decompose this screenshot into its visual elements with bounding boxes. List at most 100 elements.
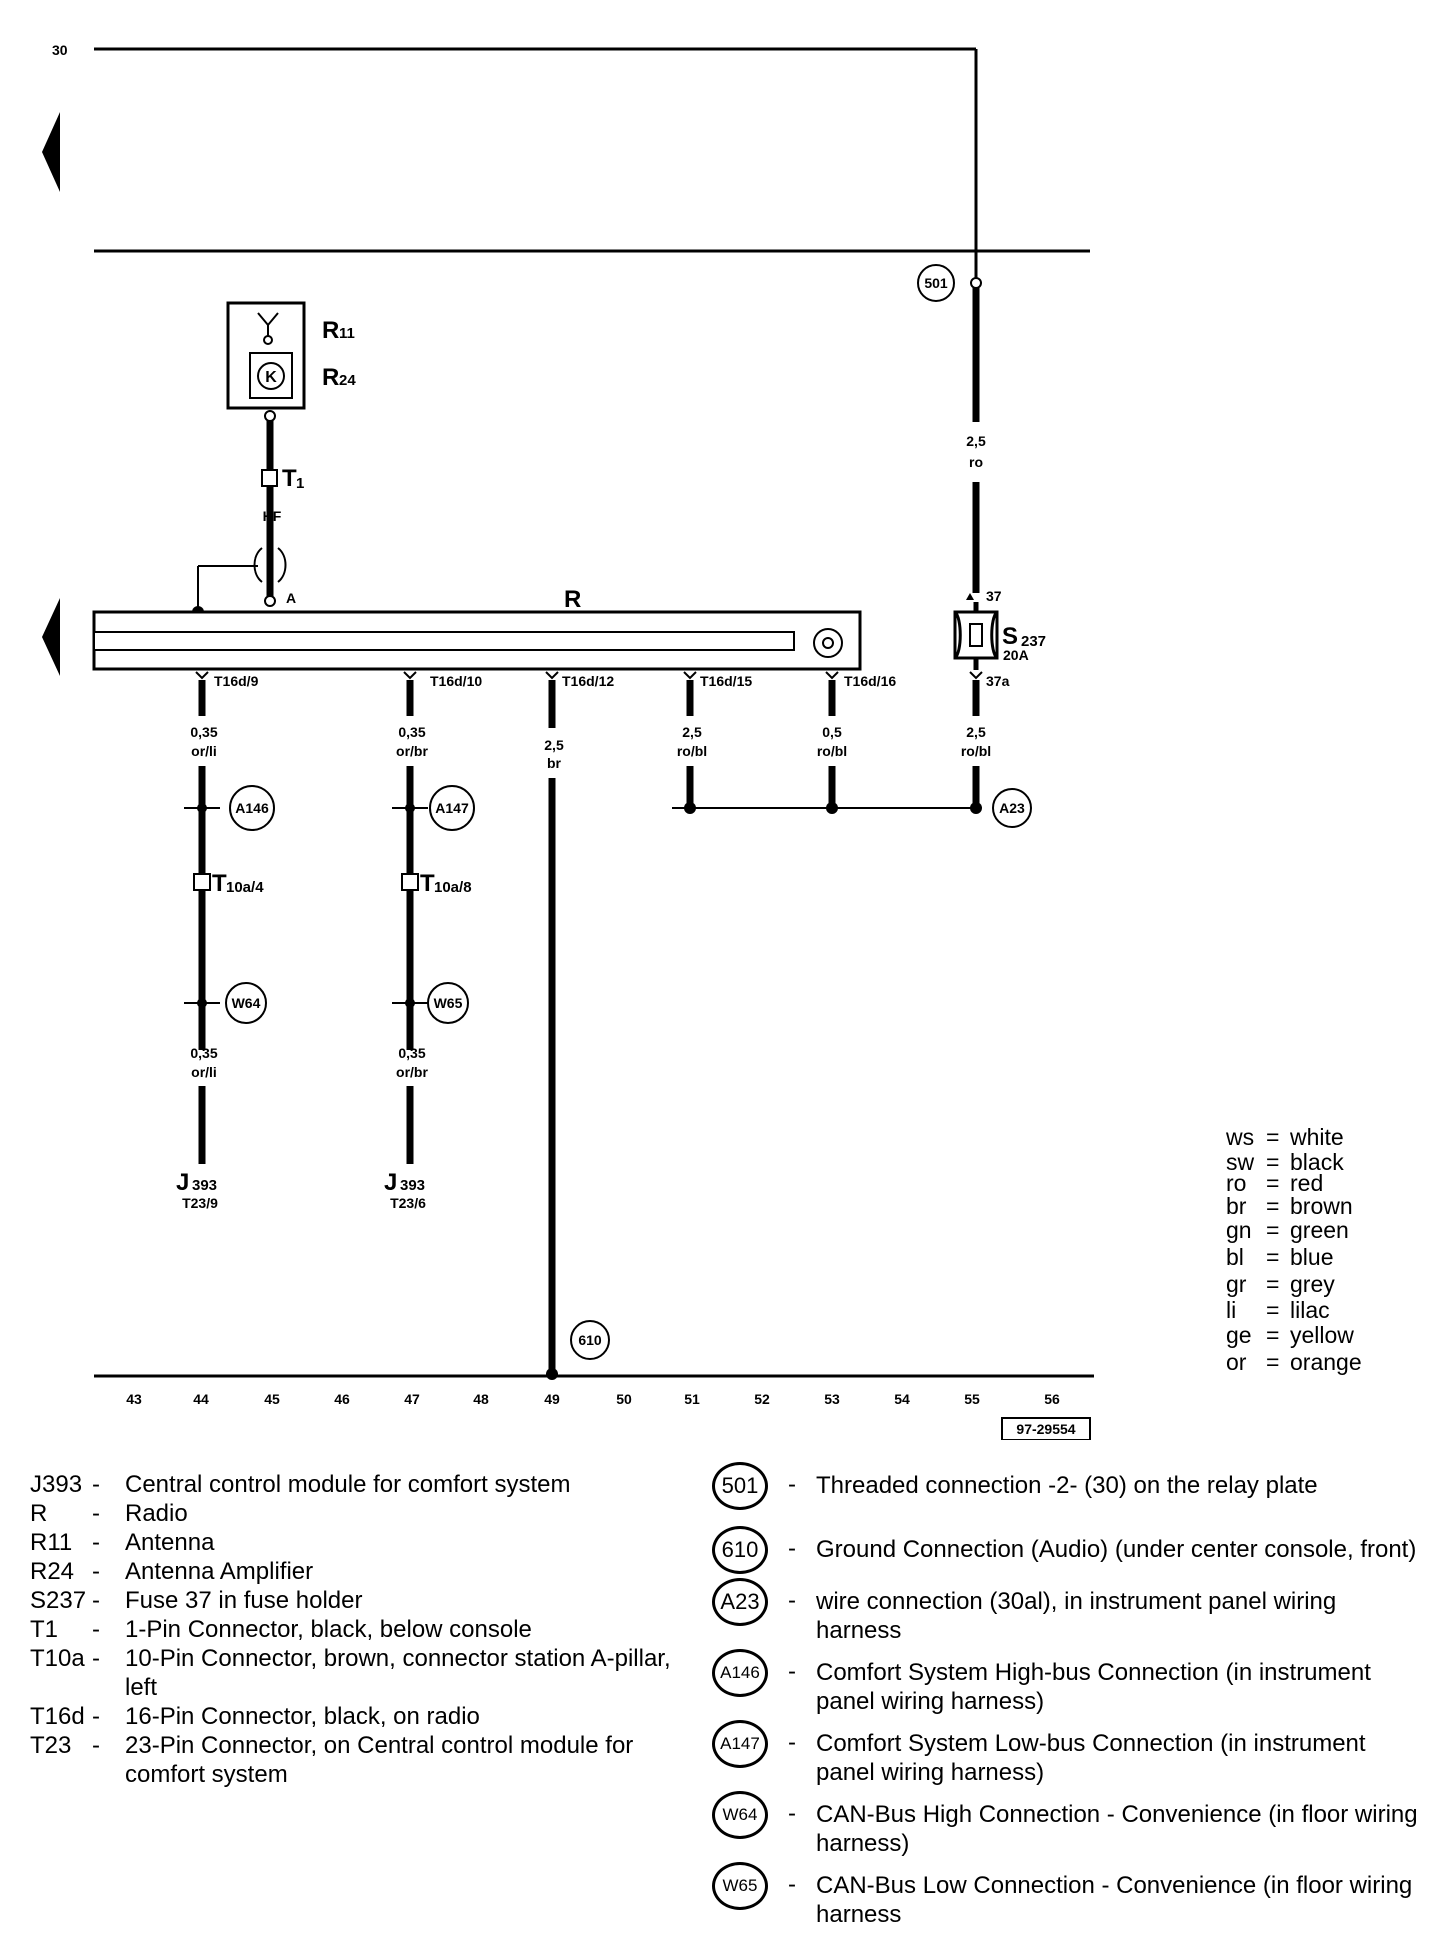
svg-text:=: =: [1266, 1217, 1279, 1243]
legend-row: R-Radio: [30, 1499, 690, 1528]
wire-2-color: or/br: [396, 743, 428, 759]
wiring-diagram: 30 501 2,5 ro 37 S 237 20A 37a K R: [42, 42, 1362, 1440]
wire-1-color: or/li: [191, 743, 217, 759]
svg-text:W65: W65: [434, 995, 463, 1011]
wire-5-color: ro/bl: [817, 743, 847, 759]
color-key: ws=white sw=black ro=red br=brown gn=gre…: [1225, 1124, 1362, 1375]
legend-code: R: [30, 1500, 48, 1527]
location-row: W64 - CAN-Bus High Connection - Convenie…: [712, 1791, 1422, 1858]
svg-text:ge: ge: [1226, 1322, 1252, 1348]
radio-unit: R: [92, 586, 862, 671]
svg-text:43: 43: [126, 1391, 142, 1407]
svg-text:47: 47: [404, 1391, 420, 1407]
svg-text:49: 49: [544, 1391, 560, 1407]
label-t1: T: [282, 465, 297, 492]
fuse-pin-in: 37: [986, 588, 1002, 604]
connector-t1-icon: [261, 469, 278, 487]
location-marker: W64: [712, 1791, 768, 1839]
marker-610: 610: [570, 1320, 610, 1360]
marker-a146: A146: [229, 785, 275, 831]
legend-desc: 1-Pin Connector, black, below console: [125, 1616, 532, 1643]
location-marker: 610: [712, 1526, 768, 1574]
svg-text:ws: ws: [1225, 1124, 1254, 1150]
legend-desc: 10-Pin Connector, brown, connector stati…: [125, 1645, 671, 1701]
connector-t10a8-icon: [401, 873, 419, 891]
legend-desc: Central control module for comfort syste…: [125, 1471, 571, 1498]
svg-text:W64: W64: [232, 995, 261, 1011]
legend-code: T1: [30, 1616, 59, 1643]
location-marker: A23: [712, 1578, 768, 1626]
svg-text:=: =: [1266, 1193, 1279, 1219]
terminal-j393-2-pin: T23/6: [390, 1195, 426, 1211]
wire-1-lower-color: or/li: [191, 1064, 217, 1080]
location-row: A146 - Comfort System High-bus Connectio…: [712, 1649, 1422, 1716]
pin-t16d-9: T16d/9: [214, 673, 259, 689]
svg-text:A146: A146: [235, 800, 269, 816]
location-desc: CAN-Bus Low Connection - Convenience (in…: [816, 1872, 1413, 1928]
legend-code: T23: [30, 1732, 72, 1759]
wire-1-size: 0,35: [190, 724, 217, 740]
location-row: W65 - CAN-Bus Low Connection - Convenien…: [712, 1862, 1422, 1929]
pin-t16d-16: T16d/16: [844, 673, 896, 689]
location-legend: 501 - Threaded connection -2- (30) on th…: [712, 1462, 1422, 1929]
svg-text:orange: orange: [1290, 1349, 1362, 1375]
label-a: A: [286, 590, 296, 606]
svg-text:br: br: [1226, 1193, 1247, 1219]
svg-text:50: 50: [616, 1391, 632, 1407]
legend-row: R24-Antenna Amplifier: [30, 1557, 690, 1586]
svg-text:45: 45: [264, 1391, 280, 1407]
wire-3-size: 2,5: [544, 737, 564, 753]
legend-desc: 16-Pin Connector, black, on radio: [125, 1703, 480, 1730]
legend-desc: Radio: [125, 1500, 188, 1527]
label-r11-sub: 11: [339, 325, 355, 342]
svg-text:=: =: [1266, 1297, 1279, 1323]
svg-text:red: red: [1290, 1170, 1323, 1196]
marker-a23: A23: [992, 788, 1032, 828]
svg-text:white: white: [1289, 1124, 1344, 1150]
svg-text:brown: brown: [1290, 1193, 1353, 1219]
location-marker: A146: [712, 1649, 768, 1697]
label-hf: HF: [263, 508, 282, 524]
legend-desc: Fuse 37 in fuse holder: [125, 1587, 363, 1614]
fuse-rating: 20A: [1003, 647, 1029, 663]
svg-text:sw: sw: [1226, 1149, 1255, 1175]
component-legend: J393-Central control module for comfort …: [30, 1470, 690, 1789]
marker-w64: W64: [225, 982, 267, 1024]
svg-text:53: 53: [824, 1391, 840, 1407]
label-t10a8-sub: 10a/8: [434, 879, 472, 896]
radio-label: R: [564, 586, 581, 613]
svg-text:56: 56: [1044, 1391, 1060, 1407]
label-t10a4-sub: 10a/4: [226, 879, 264, 896]
svg-text:black: black: [1290, 1149, 1344, 1175]
location-desc: CAN-Bus High Connection - Convenience (i…: [816, 1801, 1418, 1857]
svg-text:bl: bl: [1226, 1244, 1244, 1270]
rail-30-label: 30: [52, 42, 68, 58]
svg-text:44: 44: [193, 1391, 209, 1407]
legend-row: S237-Fuse 37 in fuse holder: [30, 1586, 690, 1615]
svg-text:green: green: [1290, 1217, 1349, 1243]
legend-code: T10a: [30, 1645, 85, 1672]
svg-text:52: 52: [754, 1391, 770, 1407]
legend-row: R11-Antenna: [30, 1528, 690, 1557]
svg-text:=: =: [1266, 1244, 1279, 1270]
legend-row: J393-Central control module for comfort …: [30, 1470, 690, 1499]
svg-text:=: =: [1266, 1170, 1279, 1196]
label-t1-sub: 1: [296, 475, 304, 492]
column-numbers: 43 44 45 46 47 48 49 50 51 52 53 54 55 5…: [126, 1391, 1060, 1407]
label-t10a8: T: [420, 870, 435, 897]
wire-5-size: 0,5: [822, 724, 842, 740]
location-desc: Comfort System Low-bus Connection (in in…: [816, 1730, 1366, 1786]
wire-2-size: 0,35: [398, 724, 425, 740]
location-desc: Ground Connection (Audio) (under center …: [816, 1536, 1417, 1563]
wire-6-color: ro/bl: [961, 743, 991, 759]
svg-text:or: or: [1226, 1349, 1247, 1375]
location-desc: wire connection (30al), in instrument pa…: [816, 1588, 1337, 1644]
svg-text:A23: A23: [999, 800, 1025, 816]
terminal-j393-1-pin: T23/9: [182, 1195, 218, 1211]
legend-code: S237: [30, 1587, 87, 1614]
legend-desc: Antenna Amplifier: [125, 1558, 314, 1585]
wire-6-size: 2,5: [966, 724, 986, 740]
location-row: A23 - wire connection (30al), in instrum…: [712, 1578, 1422, 1645]
svg-text:ro: ro: [1226, 1170, 1246, 1196]
svg-text:lilac: lilac: [1290, 1297, 1330, 1323]
